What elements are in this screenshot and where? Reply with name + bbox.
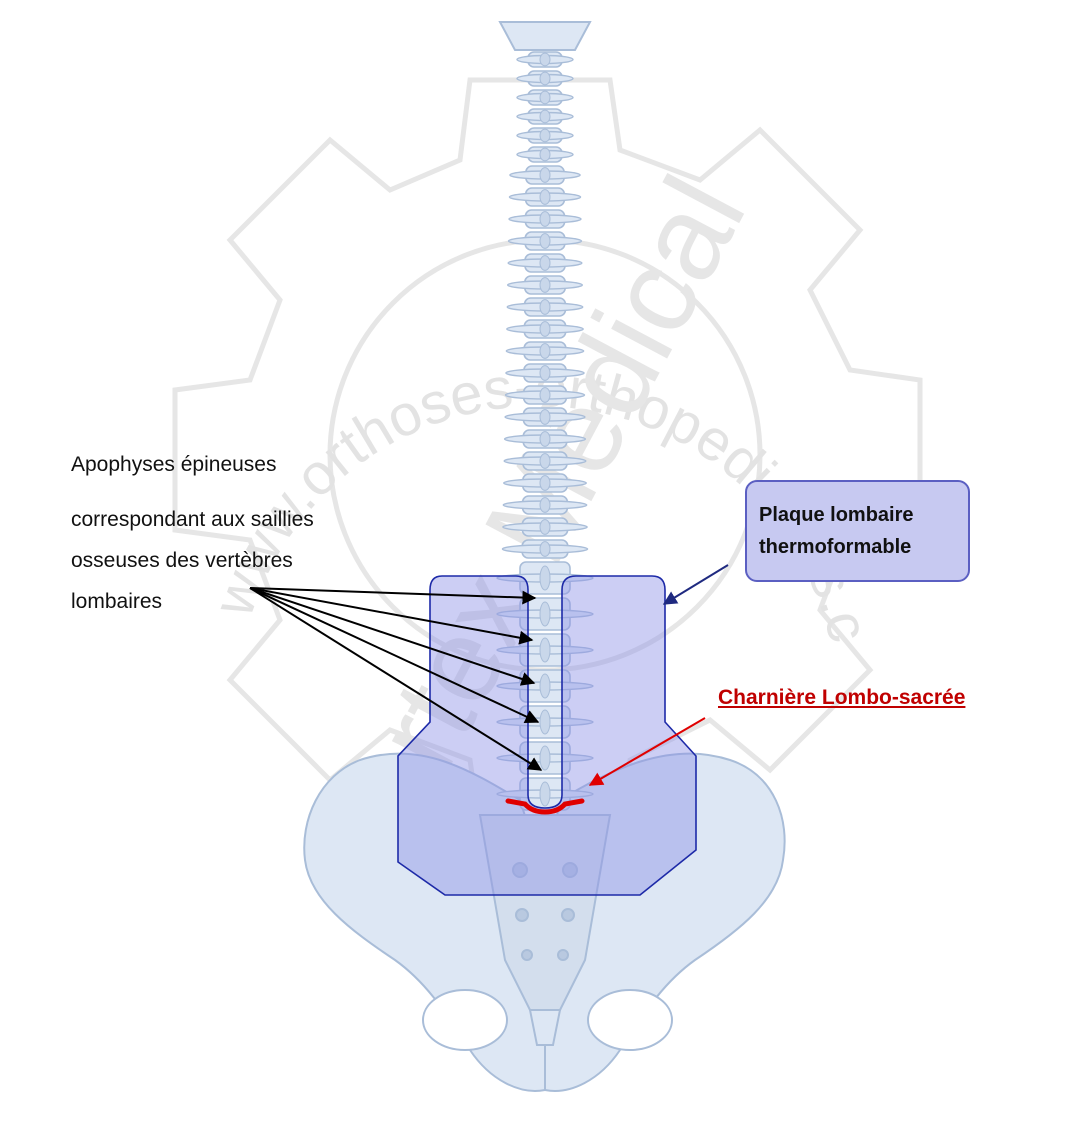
pelvis (303, 752, 786, 1092)
right-obturator (587, 989, 673, 1051)
spinous-label-line3: osseuses des vertèbres (71, 549, 293, 572)
hinge-line (505, 798, 585, 815)
spinous-process (539, 343, 551, 359)
spinous-label-line2: correspondant aux saillies (71, 508, 314, 531)
spinous-process (539, 233, 551, 249)
spinous-process (539, 409, 551, 425)
spinous-process (539, 277, 551, 293)
spinous-process (539, 497, 551, 513)
spinous-process (539, 109, 551, 124)
spinous-process (539, 453, 551, 469)
spinous-process (539, 745, 551, 771)
lumbar-plate (397, 575, 697, 896)
spinous-process (539, 601, 551, 627)
spinous-arrows (249, 587, 543, 771)
hinge-arrow (588, 717, 706, 786)
spinous-process (539, 519, 551, 535)
atlas-vertebra (498, 21, 592, 51)
spinous-process (539, 52, 551, 67)
spinous-process (539, 167, 551, 183)
spinous-process (539, 90, 551, 105)
spinous-process (539, 71, 551, 86)
coccyx (528, 1009, 562, 1046)
spinous-label-line1: Apophyses épineuses (71, 453, 277, 476)
plate-label-line2: thermoformable (759, 536, 912, 558)
spinous-process (539, 128, 551, 143)
spinous-process (539, 781, 551, 807)
spinal-column (496, 21, 594, 811)
spinous-process (539, 709, 551, 735)
spinous-process (539, 541, 551, 557)
spinous-process (539, 387, 551, 403)
spinous-process (539, 565, 551, 591)
spinous-process (539, 189, 551, 205)
spinous-process (539, 321, 551, 337)
left-obturator (422, 989, 508, 1051)
plate-callout: Plaque lombaire thermoformable (745, 480, 970, 582)
spinous-process (539, 637, 551, 663)
plate-arrow (662, 564, 729, 605)
spinous-process (539, 299, 551, 315)
plate-label-line1: Plaque lombaire (759, 504, 914, 526)
spinous-process (539, 673, 551, 699)
spinous-process (539, 147, 551, 162)
spinous-process (539, 475, 551, 491)
spinous-process (539, 431, 551, 447)
spinous-label-line4: lombaires (71, 590, 163, 613)
spinous-process (539, 365, 551, 381)
hinge-label: Charnière Lombo-sacrée (718, 686, 966, 709)
spinous-process (539, 211, 551, 227)
spinous-process (539, 255, 551, 271)
